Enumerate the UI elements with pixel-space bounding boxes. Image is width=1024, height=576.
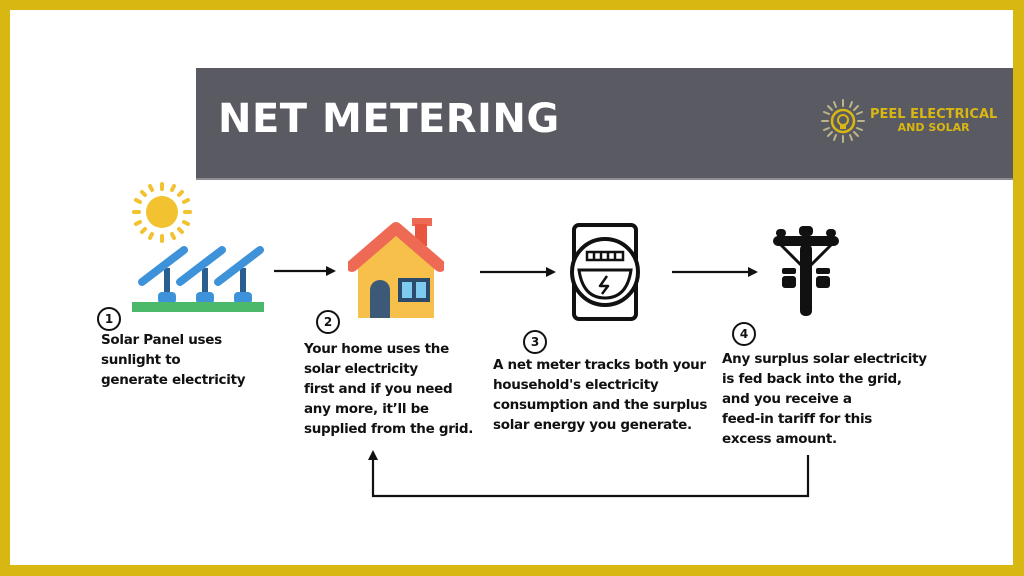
step-number-2: 2 bbox=[316, 310, 340, 334]
step-3-description: A net meter tracks both your household's… bbox=[493, 355, 707, 435]
text-line: sunlight to bbox=[101, 352, 181, 368]
step-number-3: 3 bbox=[523, 330, 547, 354]
company-logo: PEEL ELECTRICAL AND SOLAR bbox=[820, 98, 1000, 146]
text-line: generate electricity bbox=[101, 372, 246, 388]
text-line: excess amount. bbox=[722, 431, 837, 447]
text-line: Any surplus solar electricity bbox=[722, 351, 927, 367]
step-2-description: Your home uses the solar electricity fir… bbox=[304, 339, 473, 439]
logo-line-2: AND SOLAR bbox=[897, 121, 970, 134]
electric-meter-icon bbox=[570, 223, 640, 321]
logo-line-1: PEEL ELECTRICAL bbox=[870, 107, 998, 122]
text-line: is fed back into the grid, bbox=[722, 371, 902, 387]
step-number-1: 1 bbox=[97, 307, 121, 331]
text-line: A net meter tracks both your bbox=[493, 357, 706, 373]
house-icon bbox=[348, 218, 444, 318]
text-line: solar energy you generate. bbox=[493, 417, 692, 433]
text-line: and you receive a bbox=[722, 391, 852, 407]
text-line: first and if you need bbox=[304, 381, 453, 397]
solar-panel-icon bbox=[132, 182, 264, 312]
text-line: Solar Panel uses bbox=[101, 332, 222, 348]
step-number-4: 4 bbox=[732, 322, 756, 346]
return-arrow-grid-to-home bbox=[368, 450, 810, 498]
page-title: NET METERING bbox=[218, 96, 560, 142]
header-banner: NET METERING PEEL ELECTRICAL AND SOLAR bbox=[196, 68, 1013, 180]
step-1-description: Solar Panel uses sunlight to generate el… bbox=[101, 330, 246, 390]
text-line: solar electricity bbox=[304, 361, 418, 377]
text-line: any more, it’ll be bbox=[304, 401, 429, 417]
utility-pole-icon bbox=[773, 226, 839, 316]
text-line: consumption and the surplus bbox=[493, 397, 708, 413]
step-4-description: Any surplus solar electricity is fed bac… bbox=[722, 349, 927, 449]
text-line: feed-in tariff for this bbox=[722, 411, 873, 427]
text-line: Your home uses the bbox=[304, 341, 449, 357]
logo-text: PEEL ELECTRICAL AND SOLAR bbox=[870, 108, 997, 134]
text-line: household's electricity bbox=[493, 377, 659, 393]
sun-bulb-icon bbox=[821, 99, 865, 143]
text-line: supplied from the grid. bbox=[304, 421, 474, 437]
